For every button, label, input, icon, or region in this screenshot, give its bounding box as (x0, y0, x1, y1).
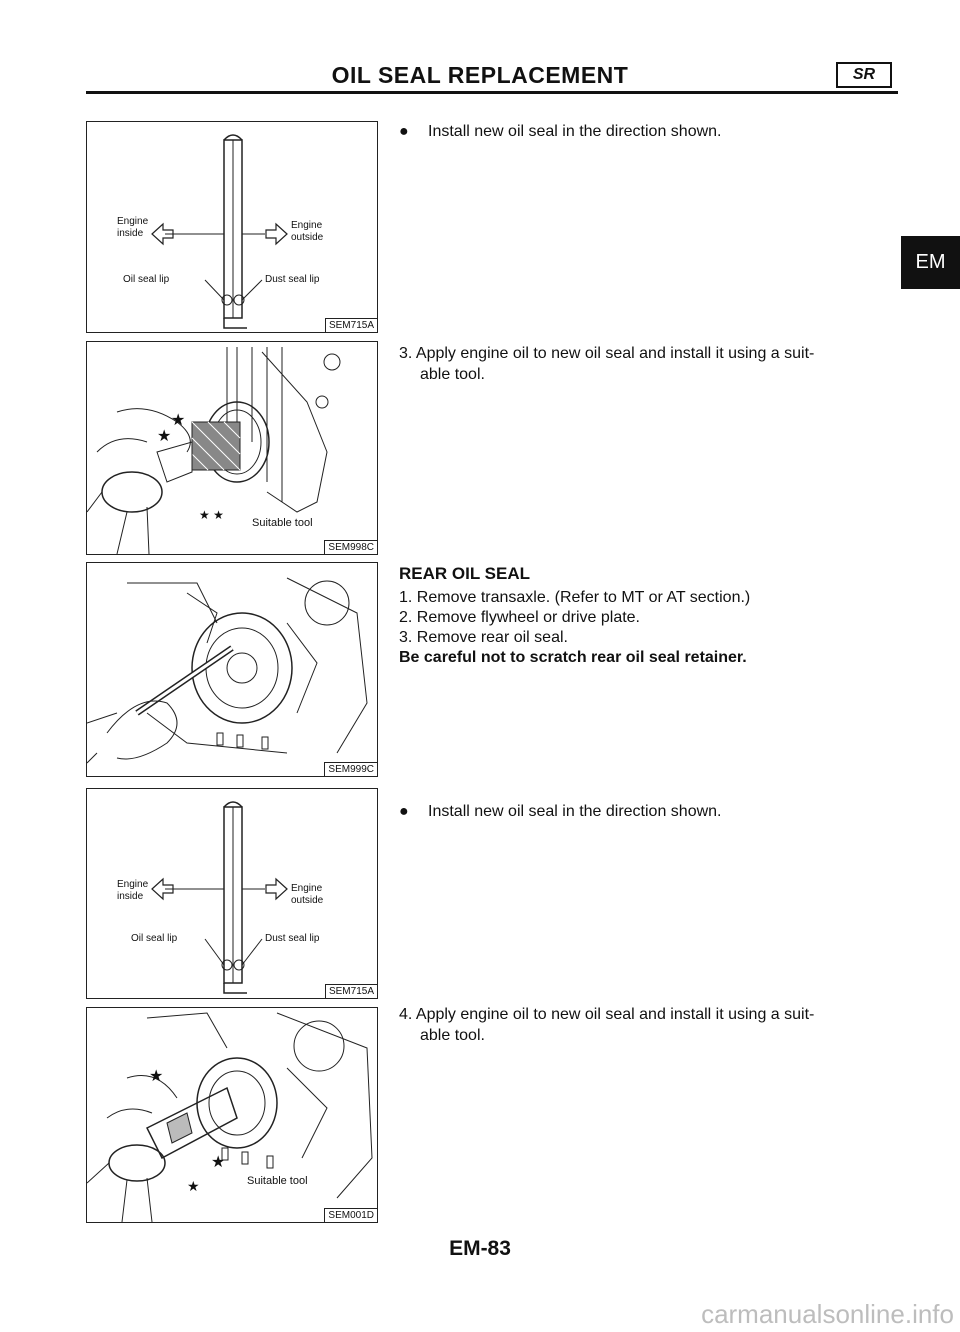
figure-code: SEM998C (324, 540, 377, 554)
front-install-illustration (87, 347, 341, 554)
section-badge: SR (836, 62, 892, 88)
figure-code: SEM715A (324, 318, 377, 332)
step-4-line-2: able tool. (420, 1027, 485, 1044)
seal-diagram-1 (151, 134, 288, 329)
engine-outside-label: Engine outside (291, 220, 324, 243)
caution-note: Be careful not to scratch rear oil seal … (399, 649, 747, 666)
rear-step-2: 2. Remove flywheel or drive plate. (399, 609, 640, 626)
bullet-marker-icon: ● (399, 803, 409, 820)
figure-code: SEM715A (324, 984, 377, 998)
section-tab[interactable]: EM (901, 236, 960, 289)
oil-seal-lip-label: Oil seal lip (131, 933, 178, 944)
instruction-bullet-1: Install new oil seal in the direction sh… (428, 123, 722, 140)
rear-step-1: 1. Remove transaxle. (Refer to MT or AT … (399, 589, 751, 606)
step-4-line-1: 4. Apply engine oil to new oil seal and … (399, 1006, 815, 1023)
rear-step-3: 3. Remove rear oil seal. (399, 629, 568, 646)
star-marker-icon: ★ (171, 412, 186, 429)
figure-code: SEM999C (324, 762, 377, 776)
figure-code: SEM001D (324, 1208, 377, 1222)
figure-seal-direction-1: Engine inside Engine outside Oil seal li… (86, 121, 378, 333)
engine-inside-label: Engine inside (117, 216, 149, 239)
step-3-line-2: able tool. (420, 366, 485, 383)
suitable-tool-label: Suitable tool (247, 1175, 308, 1187)
dust-seal-lip-label: Dust seal lip (265, 274, 320, 285)
star-marker-icon: ★ ★ (199, 508, 224, 522)
instruction-bullet-2: Install new oil seal in the direction sh… (428, 803, 722, 820)
dust-seal-lip-label: Dust seal lip (265, 933, 320, 944)
star-marker-icon: ★ (211, 1154, 226, 1171)
oil-seal-lip-label: Oil seal lip (123, 274, 170, 285)
page-number: EM-83 (449, 1237, 511, 1260)
engine-outside-label: Engine outside (291, 883, 324, 906)
seal-diagram-2 (151, 801, 288, 994)
rear-seal-removal-illustration (87, 577, 368, 764)
suitable-tool-label: Suitable tool (252, 517, 313, 529)
figure-front-install: ★ ★ ★ ★ Suitable tool SEM998C (86, 341, 378, 555)
rear-install-illustration (87, 1012, 373, 1222)
figure-rear-seal-removal: SEM999C (86, 562, 378, 777)
figure-seal-direction-2: Engine inside Engine outside Oil seal li… (86, 788, 378, 999)
star-marker-icon: ★ (149, 1068, 164, 1085)
rear-oil-seal-heading: REAR OIL SEAL (399, 564, 530, 583)
header-divider (86, 91, 898, 94)
watermark-url[interactable]: carmanualsonline.info (701, 1299, 954, 1329)
engine-inside-label: Engine inside (117, 879, 149, 902)
star-marker-icon: ★ (157, 428, 172, 445)
star-marker-icon: ★ (187, 1178, 200, 1194)
figure-rear-install: ★ ★ ★ Suitable tool SEM001D (86, 1007, 378, 1223)
bullet-marker-icon: ● (399, 123, 409, 140)
page-title: OIL SEAL REPLACEMENT (331, 62, 629, 88)
step-3-line-1: 3. Apply engine oil to new oil seal and … (399, 345, 815, 362)
